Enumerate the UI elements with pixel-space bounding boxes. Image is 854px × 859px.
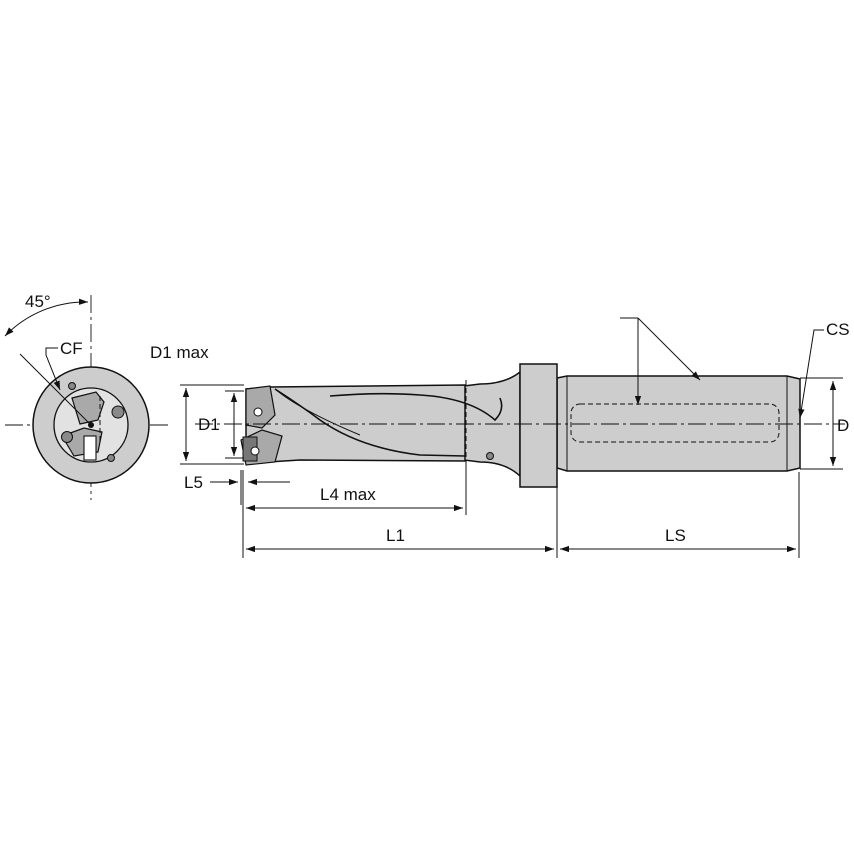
center-insert-screw xyxy=(250,446,260,456)
angle-arc-arrow xyxy=(4,298,89,337)
shank xyxy=(556,375,801,472)
cs-leader xyxy=(798,329,824,419)
angle-label: 45° xyxy=(25,292,51,311)
outer-insert-screw xyxy=(253,407,263,417)
flat-leader-diagonal xyxy=(637,317,701,381)
end-view-insert-top xyxy=(71,391,105,425)
end-view: 45° CF xyxy=(4,292,168,500)
l4-max-label: L4 max xyxy=(320,485,376,504)
l1-label: L1 xyxy=(386,526,405,545)
cf-label: CF xyxy=(60,339,83,358)
dimensions: D1 max D1 L5 L4 max L1 LS D CS xyxy=(150,317,850,558)
end-view-coolant-hole-top xyxy=(68,382,76,390)
ls-label: LS xyxy=(665,526,686,545)
d-label: D xyxy=(837,416,849,435)
l5-label: L5 xyxy=(184,473,203,492)
coolant-hole xyxy=(486,452,494,460)
flute-edge-lower xyxy=(274,388,466,457)
cs-label: CS xyxy=(826,320,850,339)
end-view-screw-right xyxy=(111,405,125,419)
flute-shade xyxy=(274,388,361,436)
end-view-coolant-hole-bottom xyxy=(107,454,115,462)
flute-edge-upper xyxy=(329,392,503,422)
end-view-pocket xyxy=(83,435,97,461)
clamping-flat-hidden xyxy=(570,403,780,443)
d1-label: D1 xyxy=(198,415,220,434)
outer-insert-pocket xyxy=(245,385,276,429)
cf-leader xyxy=(45,347,61,391)
flange xyxy=(519,363,558,488)
side-view xyxy=(195,363,845,488)
end-view-screw-left xyxy=(61,431,73,443)
d1-max-label: D1 max xyxy=(150,343,209,362)
